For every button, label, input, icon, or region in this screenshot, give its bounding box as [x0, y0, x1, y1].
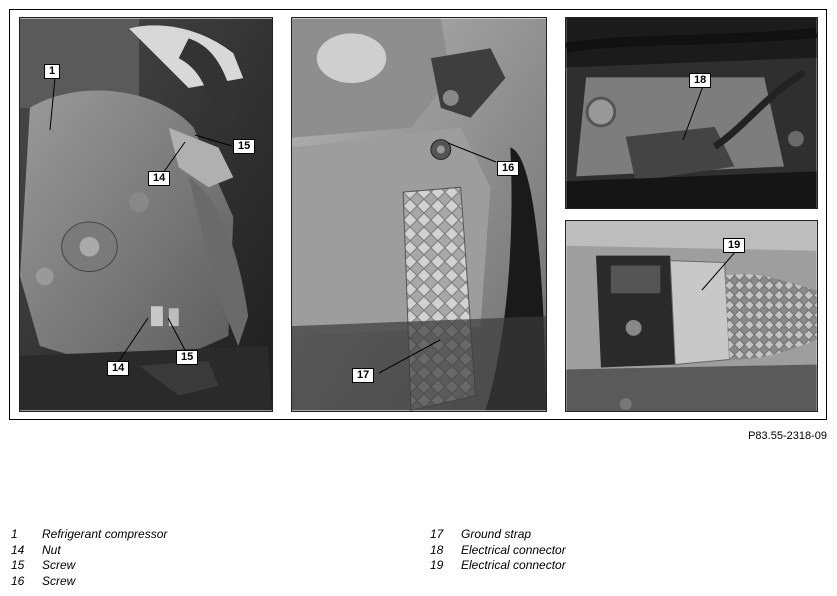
callout-15-lower: 15 [176, 350, 199, 365]
legend-item: 17 Ground strap [430, 527, 730, 543]
callout-17: 17 [352, 368, 375, 383]
legend-label: Electrical connector [461, 542, 566, 557]
callout-15-upper: 15 [233, 139, 256, 154]
legend-number: 19 [430, 558, 444, 572]
legend-label: Screw [42, 558, 76, 572]
legend-label: Refrigerant compressor [42, 527, 168, 541]
legend-label: Nut [42, 542, 61, 557]
connector-18-image [566, 18, 817, 208]
legend-item: 14 Nut [11, 543, 311, 559]
photo-ground-strap [291, 17, 547, 412]
legend-item: 1 Refrigerant compressor [11, 527, 311, 543]
photo-electrical-connector-18 [565, 17, 818, 209]
legend-number: 1 [11, 527, 18, 541]
callout-14-upper: 14 [148, 171, 171, 186]
legend-number: 15 [11, 558, 25, 572]
legend-item: 19 Electrical connector [430, 558, 730, 574]
legend-label: Electrical connector [461, 558, 566, 572]
legend-number: 17 [430, 527, 444, 541]
connector-19-image [566, 221, 817, 411]
callout-18: 18 [689, 73, 712, 88]
callout-14-lower: 14 [107, 361, 130, 376]
photo-refrigerant-compressor [19, 17, 273, 412]
legend-label: Ground strap [461, 527, 532, 541]
ground-strap-image [292, 18, 546, 411]
legend-left: 1 Refrigerant compressor 14 Nut 15 Screw… [11, 527, 311, 589]
compressor-image [20, 18, 272, 411]
legend-item: 16 Screw [11, 574, 311, 590]
callout-1: 1 [44, 64, 61, 79]
figure-id: P83.55-2318-09 [748, 430, 827, 442]
legend-item: 18 Electrical connector [430, 543, 730, 559]
callout-16: 16 [497, 161, 520, 176]
legend-right: 17 Ground strap 18 Electrical connector … [430, 527, 730, 574]
callout-19: 19 [723, 238, 746, 253]
legend-number: 16 [11, 573, 25, 588]
legend-label: Screw [42, 573, 76, 588]
legend-number: 14 [11, 542, 25, 557]
photo-electrical-connector-19 [565, 220, 818, 412]
legend-number: 18 [430, 542, 444, 557]
legend-item: 15 Screw [11, 558, 311, 574]
